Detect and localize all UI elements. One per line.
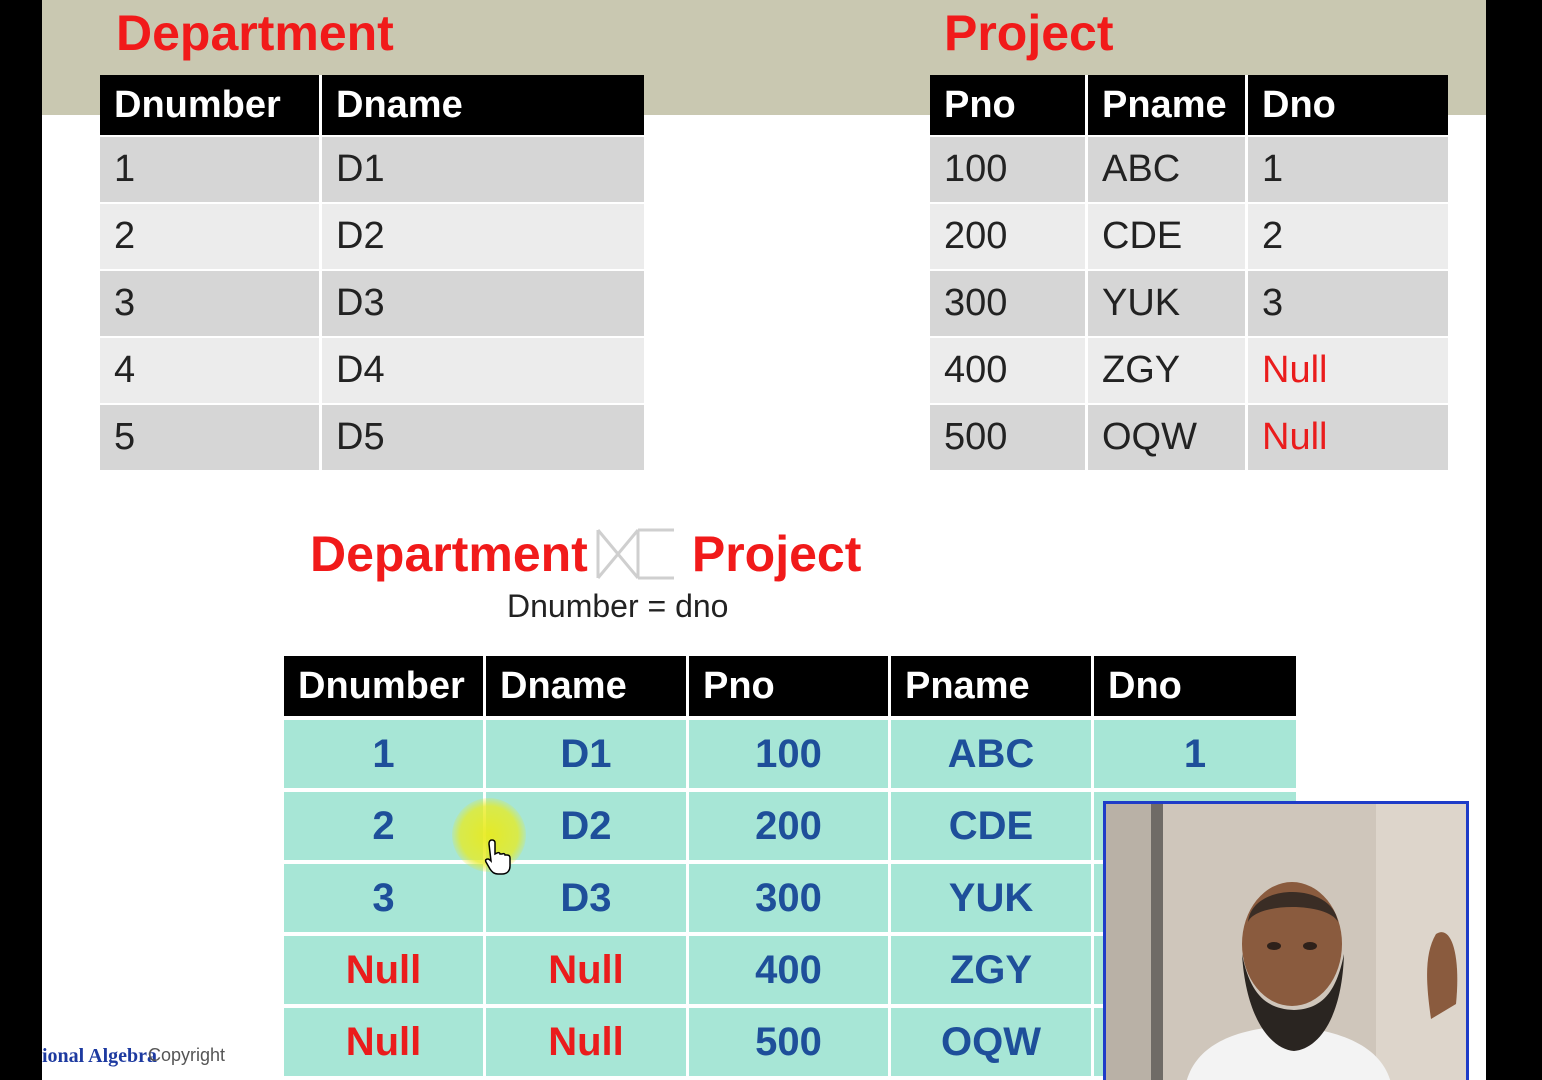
table-row: 2 D2 <box>100 202 644 269</box>
cell-pname: ABC <box>1088 135 1248 202</box>
footer-copyright: Copyright <box>148 1045 226 1065</box>
table-row: 3 D3 <box>100 269 644 336</box>
cell-dnumber: 1 <box>100 135 322 202</box>
cell-pno: 400 <box>689 932 891 1004</box>
cell-pname: ZGY <box>891 932 1094 1004</box>
cell-dname-null: Null <box>486 1004 689 1076</box>
table-row: Null Null 400 ZGY <box>284 932 1296 1004</box>
join-left-relation: Department <box>310 526 588 582</box>
column-header: Dnumber <box>100 75 322 135</box>
cell-pno: 200 <box>930 202 1088 269</box>
cell-pname: YUK <box>1088 269 1248 336</box>
cell-dno: 2 <box>1248 202 1448 269</box>
cell-pno: 300 <box>689 860 891 932</box>
cell-pno: 300 <box>930 269 1088 336</box>
cell-dnumber: 2 <box>100 202 322 269</box>
cell-pname: YUK <box>891 860 1094 932</box>
join-right-relation: Project <box>691 526 862 582</box>
cell-dname: D3 <box>486 860 689 932</box>
column-header: Pname <box>891 656 1094 716</box>
left-outer-join-symbol-icon <box>596 528 674 580</box>
table-row: 1 D1 <box>100 135 644 202</box>
cell-pno: 100 <box>689 716 891 788</box>
table-row: 1 D1 100 ABC 1 <box>284 716 1296 788</box>
cell-pno: 500 <box>689 1004 891 1076</box>
join-condition: Dnumber = dno <box>507 588 729 624</box>
cell-pname: ZGY <box>1088 336 1248 403</box>
cell-pname: OQW <box>1088 403 1248 470</box>
cell-dnumber-null: Null <box>284 932 486 1004</box>
column-header: Pno <box>689 656 891 716</box>
webcam-presenter-image <box>1103 801 1469 1080</box>
cell-dname: D3 <box>322 269 644 336</box>
table-row: 500 OQW Null <box>930 403 1448 470</box>
cell-pno: 200 <box>689 788 891 860</box>
cell-dname: D1 <box>486 716 689 788</box>
cell-dname: D1 <box>322 135 644 202</box>
cell-dname: D4 <box>322 336 644 403</box>
column-header: Dname <box>486 656 689 716</box>
cell-dno: 1 <box>1248 135 1448 202</box>
column-header: Pno <box>930 75 1088 135</box>
cell-pno: 400 <box>930 336 1088 403</box>
cell-dname: D5 <box>322 403 644 470</box>
cell-dnumber: 4 <box>100 336 322 403</box>
cell-pname: CDE <box>891 788 1094 860</box>
project-title: Project <box>944 5 1114 61</box>
department-title: Department <box>116 5 394 61</box>
table-row: 300 YUK 3 <box>930 269 1448 336</box>
cell-dno: 1 <box>1094 716 1296 788</box>
footer-title: ional Algebra <box>42 1045 158 1067</box>
cell-pno: 100 <box>930 135 1088 202</box>
mouse-pointer-hand-icon <box>484 839 511 875</box>
cell-dnumber: 2 <box>284 788 486 860</box>
table-row: 400 ZGY Null <box>930 336 1448 403</box>
column-header: Dno <box>1094 656 1296 716</box>
cell-dnumber: 3 <box>284 860 486 932</box>
cell-dname: D2 <box>322 202 644 269</box>
join-expression: Department Project <box>310 525 861 583</box>
presenter-video-icon <box>1106 804 1466 1080</box>
table-row: 200 CDE 2 <box>930 202 1448 269</box>
cell-dno-null: Null <box>1248 336 1448 403</box>
table-header-row: Pno Pname Dno <box>930 75 1448 135</box>
department-table: Dnumber Dname 1 D1 2 D2 3 D3 4 D4 5 <box>100 75 644 470</box>
table-row: 5 D5 <box>100 403 644 470</box>
table-row: 4 D4 <box>100 336 644 403</box>
slide: Department Project Dnumber Dname 1 D1 2 … <box>42 0 1486 1080</box>
table-header-row: Dnumber Dname Pno Pname Dno <box>284 656 1296 716</box>
cell-dnumber: 3 <box>100 269 322 336</box>
cell-pname: CDE <box>1088 202 1248 269</box>
column-header: Pname <box>1088 75 1248 135</box>
table-header-row: Dnumber Dname <box>100 75 644 135</box>
cell-dnumber: 5 <box>100 403 322 470</box>
cell-dname-null: Null <box>486 932 689 1004</box>
column-header: Dnumber <box>284 656 486 716</box>
cell-pname: ABC <box>891 716 1094 788</box>
cell-dnumber: 1 <box>284 716 486 788</box>
cell-dno-null: Null <box>1248 403 1448 470</box>
cell-pname: OQW <box>891 1004 1094 1076</box>
project-table: Pno Pname Dno 100 ABC 1 200 CDE 2 300 YU… <box>930 75 1448 470</box>
cell-dno: 3 <box>1248 269 1448 336</box>
table-row: 3 D3 300 YUK <box>284 860 1296 932</box>
table-row: 100 ABC 1 <box>930 135 1448 202</box>
cell-pno: 500 <box>930 403 1088 470</box>
column-header: Dname <box>322 75 644 135</box>
cell-dnumber-null: Null <box>284 1004 486 1076</box>
column-header: Dno <box>1248 75 1448 135</box>
